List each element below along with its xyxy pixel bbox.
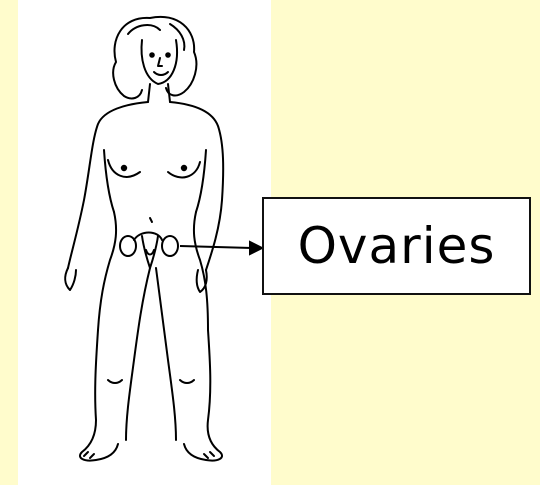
ovaries-uterus-icon bbox=[120, 233, 178, 269]
leg-left-inner bbox=[126, 268, 150, 440]
ovaries-label: Ovaries bbox=[298, 217, 496, 275]
pointer-arrow bbox=[180, 242, 262, 254]
leg-left-outer bbox=[80, 330, 118, 461]
leg-right-inner bbox=[156, 268, 176, 440]
hand-left bbox=[65, 268, 76, 290]
ovaries-label-box: Ovaries bbox=[262, 197, 531, 295]
leg-right-outer bbox=[184, 330, 222, 461]
hair bbox=[113, 17, 196, 99]
